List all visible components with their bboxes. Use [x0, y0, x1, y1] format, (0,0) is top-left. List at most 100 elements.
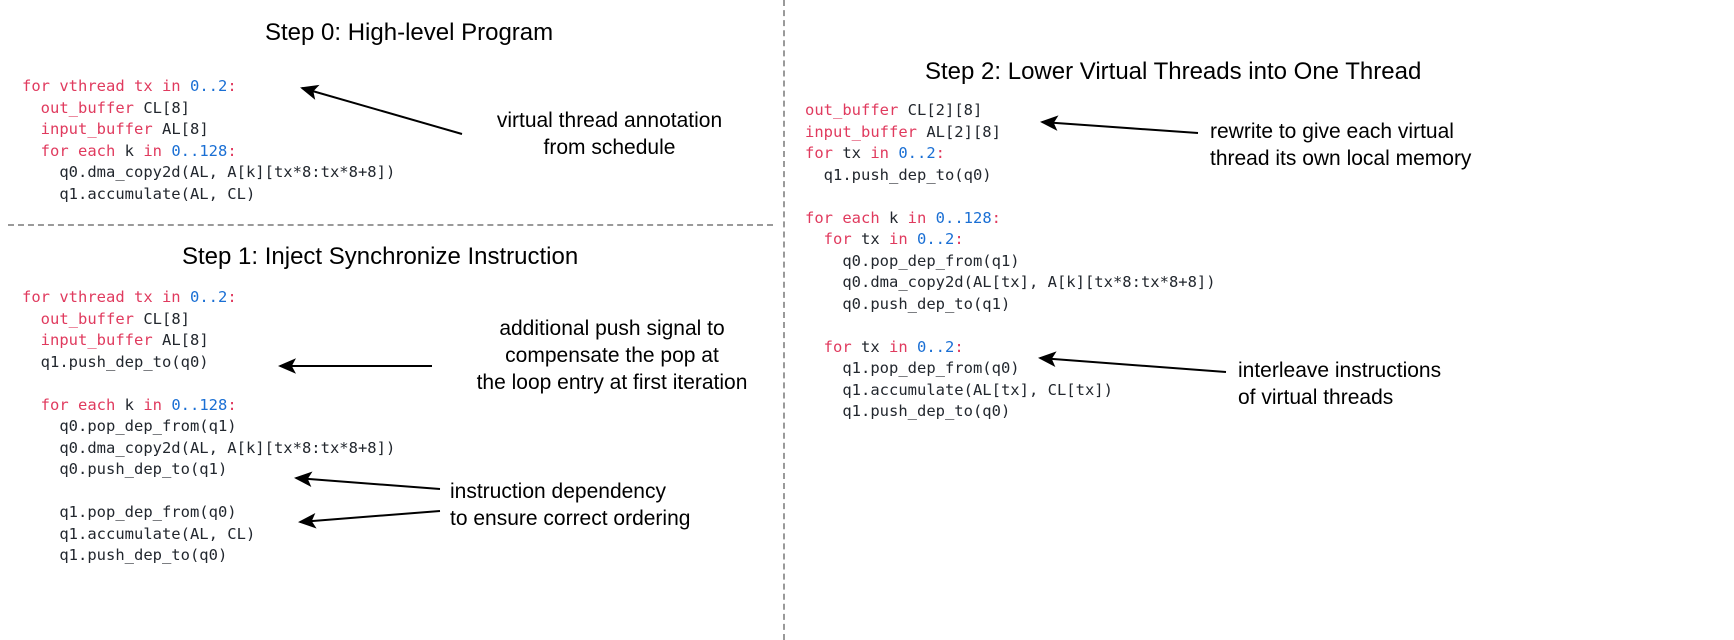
code-token: 0..2: [189, 288, 228, 306]
code-token: q0.pop_dep_from(q1): [805, 251, 1020, 270]
step-2-title: Step 2: Lower Virtual Threads into One T…: [925, 58, 1422, 85]
code-line: input_buffer AL[8]: [22, 119, 395, 141]
code-line: q1.accumulate(AL[tx], CL[tx]): [805, 380, 1216, 402]
horizontal-dashed-divider: [8, 224, 773, 226]
code-line: q0.dma_copy2d(AL, A[k][tx*8:tx*8+8]): [22, 438, 395, 460]
code-token: 0..128: [935, 208, 992, 227]
code-token: [22, 396, 41, 414]
step-2-code-block: out_buffer CL[2][8]input_buffer AL[2][8]…: [805, 100, 1216, 423]
code-line: q0.pop_dep_from(q1): [22, 416, 395, 438]
code-token: for: [805, 144, 843, 162]
code-token: q1.accumulate(AL, CL): [22, 184, 256, 203]
code-token: [805, 230, 824, 248]
vertical-dashed-divider: [783, 0, 785, 640]
code-line: [805, 186, 1216, 208]
code-line: q1.push_dep_to(q0): [22, 545, 395, 567]
annotation-additional-push: additional push signal to compensate the…: [476, 317, 748, 394]
code-token: out_buffer: [805, 101, 899, 119]
code-token: tx: [861, 230, 880, 248]
code-token: in: [861, 144, 899, 162]
code-token: q1.push_dep_to(q0): [22, 352, 209, 371]
annotation-rewrite-local-memory: rewrite to give each virtual thread its …: [1210, 120, 1472, 170]
code-token: [22, 120, 41, 138]
code-token: for each: [805, 208, 889, 227]
code-line: for each k in 0..128:: [805, 208, 1216, 230]
code-token: out_buffer: [40, 309, 134, 328]
code-line: q1.push_dep_to(q0): [22, 352, 395, 374]
code-token: tx: [861, 337, 880, 356]
code-token: AL[8]: [152, 331, 209, 349]
code-token: 0..2: [898, 144, 936, 162]
code-line: input_buffer AL[2][8]: [805, 122, 1216, 144]
code-token: 0..128: [171, 395, 228, 414]
code-token: in: [134, 395, 172, 414]
code-line: q1.pop_dep_from(q0): [22, 502, 395, 524]
code-line: for tx in 0..2:: [805, 143, 1216, 165]
code-token: :: [227, 288, 237, 306]
step-0-code-block: for vthread tx in 0..2: out_buffer CL[8]…: [22, 76, 395, 205]
code-token: [22, 142, 41, 160]
code-token: k: [124, 395, 135, 414]
code-line: q1.push_dep_to(q0): [805, 401, 1216, 423]
code-token: 2: [218, 77, 228, 95]
code-token: q0.push_dep_to(q1): [805, 294, 1011, 313]
step-0-title: Step 0: High-level Program: [265, 19, 554, 46]
code-token: CL[2][8]: [898, 101, 983, 119]
code-token: ..: [199, 77, 218, 95]
code-token: input_buffer: [805, 122, 917, 141]
code-token: in: [879, 230, 917, 248]
code-token: :: [227, 77, 237, 95]
code-token: [805, 338, 824, 356]
code-token: q1.push_dep_to(q0): [805, 165, 992, 184]
code-token: tx: [842, 144, 861, 162]
code-line: q0.push_dep_to(q1): [805, 294, 1216, 316]
code-token: in: [879, 337, 917, 356]
code-token: input_buffer: [40, 331, 153, 349]
code-token: q0.pop_dep_from(q1): [22, 417, 237, 435]
code-line: for vthread tx in 0..2:: [22, 76, 395, 98]
code-line: for tx in 0..2:: [805, 337, 1216, 359]
code-token: 0..2: [917, 337, 955, 356]
code-line: [22, 373, 395, 395]
code-token: k: [889, 208, 899, 227]
code-token: q1.pop_dep_from(q0): [22, 503, 237, 521]
code-token: q0.dma_copy2d(AL, A[k][tx*8:tx*8+8]): [22, 163, 396, 181]
code-token: q1.pop_dep_from(q0): [805, 359, 1020, 377]
code-token: :: [954, 337, 964, 356]
code-token: for: [823, 230, 861, 248]
code-line: for vthread tx in 0..2:: [22, 287, 395, 309]
code-token: :: [227, 395, 237, 414]
code-token: :: [991, 208, 1002, 227]
code-token: q1.accumulate(AL[tx], CL[tx]): [805, 380, 1113, 399]
code-token: AL[2][8]: [916, 122, 1001, 141]
code-token: q0.push_dep_to(q1): [22, 460, 228, 478]
step-1-code-block: for vthread tx in 0..2: out_buffer CL[8]…: [22, 287, 395, 567]
code-token: :: [935, 144, 945, 162]
code-token: in: [898, 208, 936, 227]
code-token: for vthread tx in: [22, 288, 190, 306]
code-token: [22, 310, 41, 328]
code-token: in: [134, 141, 172, 160]
code-token: :: [954, 230, 964, 248]
code-token: q0.dma_copy2d(AL, A[k][tx*8:tx*8+8]): [22, 438, 396, 457]
code-token: 0..2: [917, 230, 955, 248]
annotation-instruction-dependency: instruction dependency to ensure correct…: [450, 480, 691, 530]
code-token: q1.push_dep_to(q0): [22, 546, 228, 564]
code-line: for each k in 0..128:: [22, 395, 395, 417]
code-line: q1.pop_dep_from(q0): [805, 358, 1216, 380]
annotation-interleave-instructions: interleave instructions of virtual threa…: [1238, 359, 1442, 409]
code-token: out_buffer: [40, 98, 134, 117]
code-line: out_buffer CL[2][8]: [805, 100, 1216, 122]
step-1-title: Step 1: Inject Synchronize Instruction: [182, 243, 579, 270]
code-line: q0.push_dep_to(q1): [22, 459, 395, 481]
code-line: q0.pop_dep_from(q1): [805, 251, 1216, 273]
code-token: for vthread tx in: [22, 77, 190, 95]
code-token: for: [823, 337, 861, 356]
code-token: k: [124, 141, 135, 160]
code-line: for each k in 0..128:: [22, 141, 395, 163]
code-token: for each: [40, 395, 125, 414]
code-token: q1.accumulate(AL, CL): [22, 524, 256, 543]
code-line: [22, 481, 395, 503]
code-token: :: [227, 141, 237, 160]
